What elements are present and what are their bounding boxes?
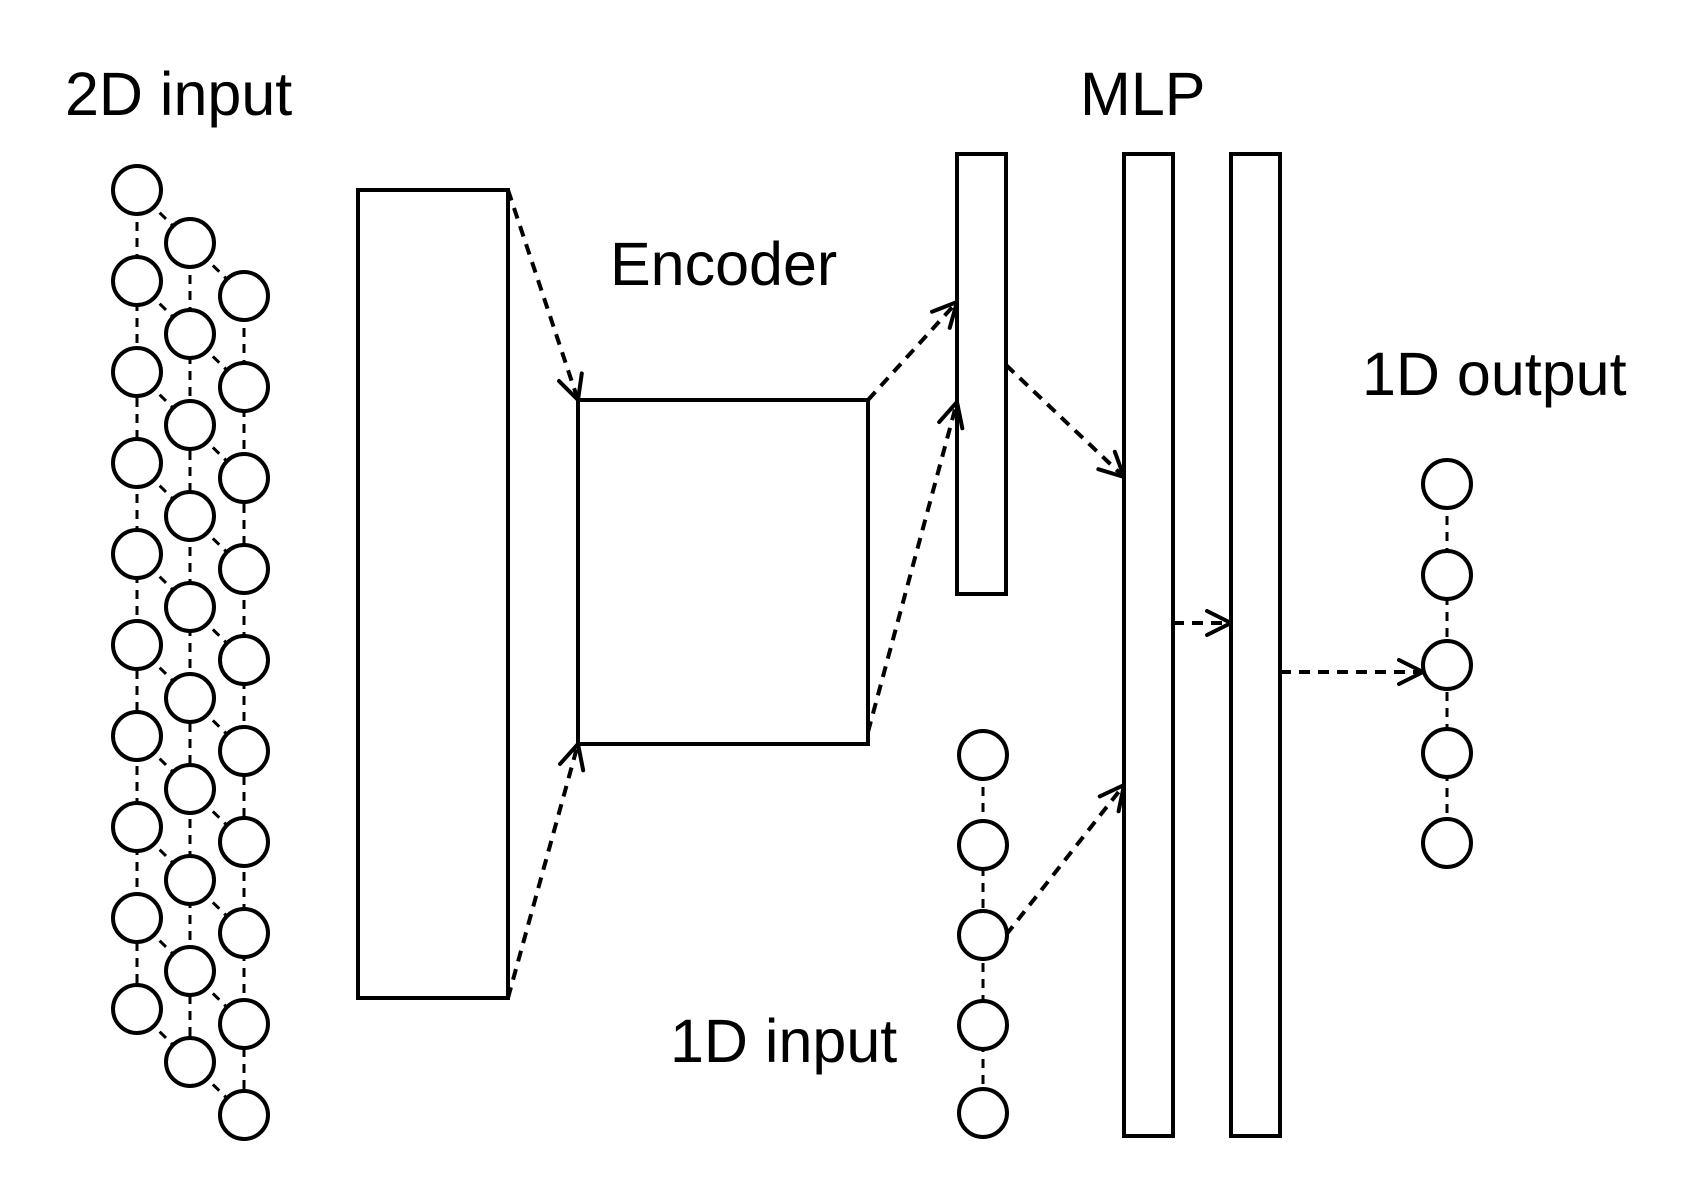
arrow-2d-block-to-encoder-bottom	[506, 742, 586, 999]
input-2d-node	[218, 270, 270, 322]
input-2d-node	[164, 217, 216, 269]
output-1d-node	[1421, 639, 1473, 691]
arrow-2d-block-to-encoder-bottom-head	[558, 742, 586, 773]
input-1d-node	[957, 729, 1009, 781]
input-2d-diagonal-chain	[135, 552, 192, 609]
label-encoder: Encoder	[610, 230, 837, 298]
input-2d-diagonal-chain	[135, 825, 192, 882]
input-2d-diagonal-chain	[188, 787, 246, 844]
input-2d-node	[164, 672, 216, 724]
input-2d-node	[111, 346, 163, 398]
arrow-encoder-output-to-mlp-layer-1-head	[1096, 449, 1126, 479]
input-2d-diagonal-chain	[188, 696, 246, 753]
input-2d-diagonal-chain	[188, 969, 246, 1026]
input-2d-diagonal-chain	[188, 241, 246, 298]
arrow-encoder-top-to-encoder-output-line	[866, 300, 959, 402]
input-2d-node	[111, 710, 163, 762]
arrow-encoder-output-to-mlp-layer-1-line	[1004, 363, 1126, 479]
label-2d-input: 2D input	[65, 60, 292, 128]
input-2d-diagonal-chain	[135, 461, 192, 518]
encoder-block	[576, 398, 870, 746]
input-2d-node	[164, 763, 216, 815]
input-2d-node	[111, 255, 163, 307]
input-2d-node	[111, 619, 163, 671]
arrow-encoder-bottom-to-encoder-output	[866, 400, 965, 733]
input-2d-diagonal-chain	[135, 1007, 192, 1064]
input-2d-node	[111, 437, 163, 489]
input-2d-diagonal-chain	[188, 1060, 246, 1117]
arrow-encoder-bottom-to-encoder-output-head	[937, 400, 965, 431]
input-2d-nodes	[111, 164, 270, 1141]
input-2d-node	[218, 907, 270, 959]
input-2d-node	[164, 490, 216, 542]
input-2d-node	[164, 1036, 216, 1088]
input-2d-node	[164, 308, 216, 360]
input-2d-node	[164, 945, 216, 997]
input-2d-diagonal-chain	[188, 605, 246, 662]
output-1d-node	[1421, 727, 1473, 779]
arrow-input-1d-to-mlp-layer-1-line	[1004, 783, 1126, 937]
label-mlp: MLP	[1080, 60, 1205, 128]
input-1d-node	[957, 1087, 1009, 1139]
input-2d-node	[111, 983, 163, 1035]
input-2d-diagonal-chain	[188, 423, 246, 480]
input-2d-node	[218, 1089, 270, 1141]
arrow-encoder-top-to-encoder-output	[866, 300, 959, 402]
input-2d-diagonal-chain	[135, 188, 192, 245]
input-2d-diagonal-chain	[135, 370, 192, 427]
input-1d-node	[957, 819, 1009, 871]
input-2d-diagonal-chain	[188, 332, 246, 389]
label-1d-input: 1D input	[670, 1007, 897, 1075]
arrow-encoder-top-to-encoder-output-head	[929, 300, 959, 330]
input-2d-node	[218, 543, 270, 595]
output-1d-node	[1421, 458, 1473, 510]
2d-input-embedding-block	[356, 188, 510, 1000]
arrow-2d-block-to-encoder-bottom-line	[506, 743, 580, 999]
input-2d-node	[218, 816, 270, 868]
input-2d-node	[111, 892, 163, 944]
input-1d-node	[957, 999, 1009, 1051]
label-1d-output: 1D output	[1362, 340, 1627, 408]
output-1d-nodes	[1421, 458, 1473, 869]
mlp-layer-1-block	[1122, 152, 1175, 1138]
input-2d-chains	[135, 188, 246, 1117]
input-2d-diagonal-chain	[135, 279, 192, 336]
input-2d-node	[164, 399, 216, 451]
input-1d-node	[957, 909, 1009, 961]
input-2d-node	[218, 998, 270, 1050]
input-2d-node	[218, 361, 270, 413]
input-2d-node	[218, 634, 270, 686]
output-1d-node	[1421, 549, 1473, 601]
output-1d-node	[1421, 817, 1473, 869]
arrow-encoder-output-to-mlp-layer-1	[1004, 363, 1126, 479]
input-2d-node	[111, 528, 163, 580]
input-2d-node	[218, 452, 270, 504]
mlp-layer-2-block	[1229, 152, 1282, 1138]
input-2d-diagonal-chain	[135, 916, 192, 973]
arrow-2d-block-to-encoder-top	[506, 189, 584, 402]
input-2d-node	[218, 725, 270, 777]
input-2d-diagonal-chain	[188, 878, 246, 935]
input-1d-nodes	[957, 729, 1009, 1139]
input-2d-diagonal-chain	[135, 734, 192, 791]
input-2d-node	[164, 854, 216, 906]
input-2d-node	[111, 164, 163, 216]
arrow-mlp-layer-1-to-mlp-layer-2-head	[1205, 609, 1233, 637]
arrow-mlp-layer-1-to-mlp-layer-2	[1173, 609, 1233, 637]
input-2d-diagonal-chain	[188, 514, 246, 571]
arrow-input-1d-to-mlp-layer-1	[1004, 783, 1126, 937]
arrow-input-1d-to-mlp-layer-1-head	[1097, 783, 1126, 814]
input-2d-diagonal-chain	[135, 643, 192, 700]
arrow-2d-block-to-encoder-top-head	[557, 371, 584, 402]
encoder-output-block	[955, 152, 1008, 596]
input-2d-node	[111, 801, 163, 853]
dashed-arrows	[506, 189, 1425, 999]
input-2d-node	[164, 581, 216, 633]
